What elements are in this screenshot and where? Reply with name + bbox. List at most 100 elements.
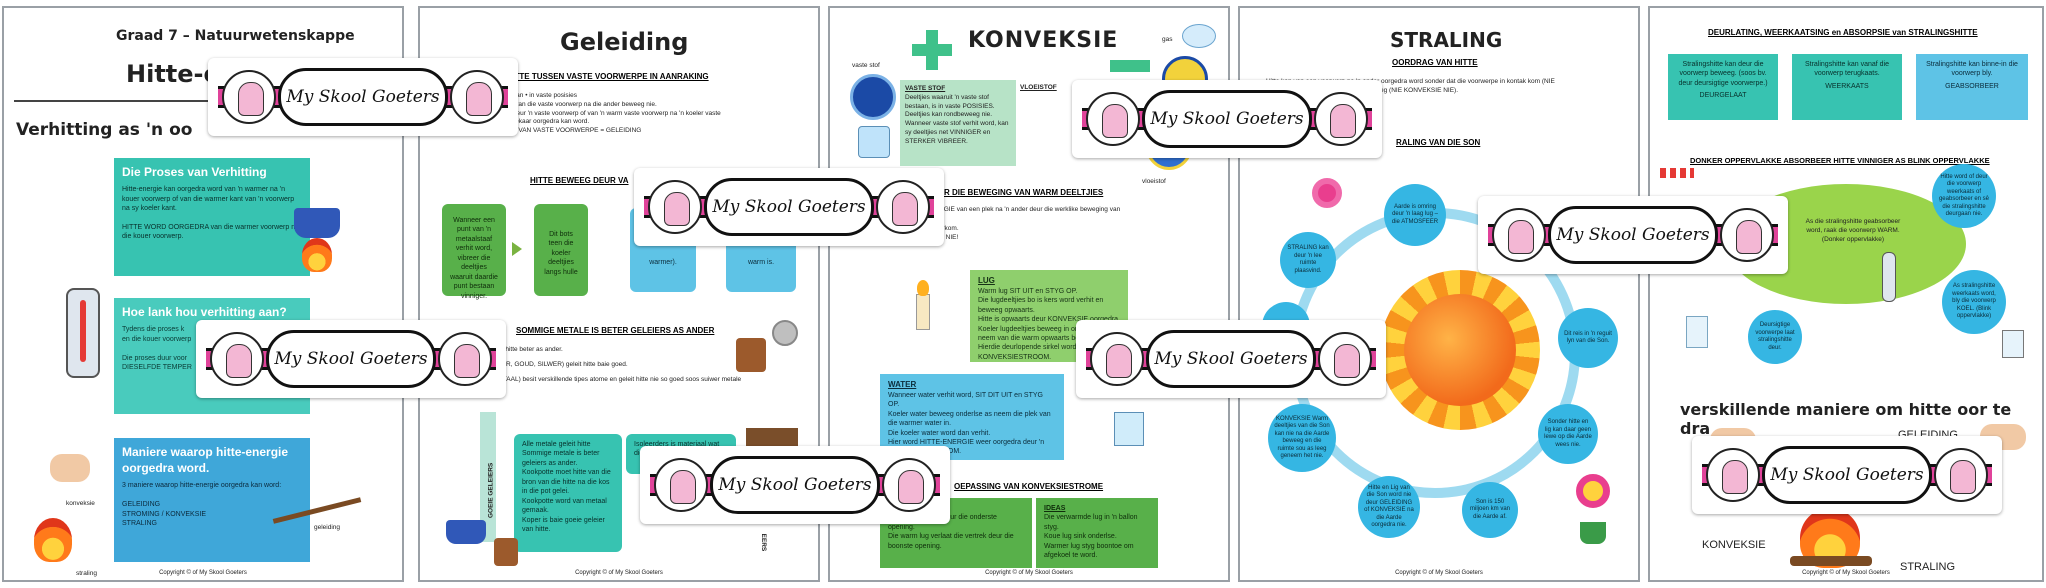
wire-spool-icon [736, 338, 766, 372]
wire-spool-icon [494, 538, 518, 566]
watermark-banner: My Skool Goeters [1076, 320, 1386, 398]
section-heading: RALING VAN DIE SON [1396, 138, 1481, 147]
flower-pot-icon [1580, 522, 1606, 544]
section-heading: OORDRAG VAN HITTE [1392, 58, 1478, 67]
info-circle: Dit reis in 'n reguit lyn van die Son. [1558, 308, 1618, 368]
watermark-banner: My Skool Goeters [196, 320, 506, 398]
bunting-icon [1660, 168, 1694, 178]
duration-text-1: Tydens die proses k [122, 326, 185, 334]
insulators-label: EERS [760, 533, 768, 552]
candle-flame-icon [917, 280, 929, 296]
section-heading: SOMMIGE METALE IS BETER GELEIERS AS ANDE… [516, 326, 715, 335]
watermark-banner: My Skool Goeters [1072, 80, 1382, 158]
thermometer-icon [1882, 252, 1896, 302]
application-box-2: IDEAS Die verwarmde lug in 'n ballon sty… [1036, 498, 1158, 568]
beaker-icon [1114, 412, 1144, 446]
footer: Copyright © of My Skool Goeters [159, 570, 247, 576]
liquid-label: vloeistof [1142, 178, 1166, 185]
page-title: STRALING [1390, 28, 1503, 52]
straling-label: straling [76, 570, 97, 577]
section-heading: DONKER OPPERVLAKKE ABSORBEER HITTE VINNI… [1690, 156, 1990, 165]
process-text-2: HITTE WORD OORGEDRA van die warmer voorw… [122, 223, 299, 241]
ice-cube-icon [858, 126, 890, 158]
methods-intro: 3 maniere waarop hitte-energie oorgedra … [122, 482, 282, 490]
method-item: STROMING / KONVEKSIE [122, 510, 207, 518]
methods-title: verskillende maniere om hitte oor te dra [1680, 400, 2012, 438]
title-rule [14, 100, 392, 102]
green-bar [1110, 60, 1150, 72]
info-circle: Aarde is omring deur 'n laag lug – die A… [1384, 184, 1446, 246]
duration-heading: Hoe lank hou verhitting aan? [122, 305, 287, 319]
page-title: KONVEKSIE [968, 28, 1119, 53]
cloud-icon [1182, 24, 1216, 48]
absorb-box: Stralingshitte kan binne-in die voorwerp… [1916, 54, 2028, 120]
candle-icon [916, 294, 930, 330]
good-conductor-arrow [480, 412, 496, 542]
watermark-banner: My Skool Goeters [1478, 196, 1788, 274]
flame-icon [302, 238, 332, 272]
info-circle: Hitte word of deur die voorwerp weerkaat… [1932, 164, 1996, 228]
air-box: LUG Warm lug SIT UIT en STYG OP.Die lugd… [970, 270, 1128, 362]
flower-icon [1576, 474, 1610, 508]
process-text-1: Hitte-energie kan oorgedra word van 'n w… [122, 186, 295, 213]
flow-step-1: Wanneer een punt van 'n metaalstaaf verh… [442, 204, 506, 300]
section-heading: VAN HITTE TUSSEN VASTE VOORWERPE IN AANR… [488, 72, 709, 81]
coin-icon [772, 320, 798, 346]
duration-text-2b: DIESELFDE TEMPER [122, 363, 192, 371]
metals-text: geleit hitte beter as ander.KOPER, GOUD,… [488, 346, 742, 383]
good-conductors-label: GOEIE GELEIERS [487, 462, 495, 519]
section-heading: DEURLATING, WEERKAATSING en ABSORPSIE va… [1708, 28, 1978, 37]
watermark-text: My Skool Goeters [710, 456, 880, 514]
thermometer-icon [66, 288, 100, 378]
info-circle: STRALING kan deur 'n lee ruimte plaasvin… [1280, 232, 1336, 288]
konveksie-label: KONVEKSIE [1702, 539, 1766, 551]
campfire-icon [34, 518, 72, 562]
watermark-text: My Skool Goeters [1142, 90, 1312, 148]
plus-icon [926, 30, 938, 70]
solid-particles-icon [850, 74, 896, 120]
info-circle: Sonder hitte en lig kan daar geen lewe o… [1538, 404, 1598, 464]
pot-icon [294, 208, 340, 238]
mirror-icon [2002, 330, 2024, 358]
geleiding-label: geleiding [314, 524, 341, 531]
watermark-banner: My Skool Goeters [208, 58, 518, 136]
page-title: Geleiding [560, 28, 689, 56]
transmit-box: Stralingshitte kan deur die voorwerp bew… [1668, 54, 1778, 120]
pot-icon [446, 520, 486, 544]
grade-label: Graad 7 – Natuurwetenskappe [116, 28, 355, 44]
watermark-banner: My Skool Goeters [634, 168, 944, 246]
flower-icon [1312, 178, 1342, 208]
hand-icon [50, 454, 90, 482]
solid-label: vaste stof [852, 62, 880, 69]
info-circle: Hitte en Lig van die Son word nie deur G… [1358, 476, 1420, 538]
info-circle: Son is 150 miljoen km van die Aarde af. [1462, 482, 1518, 538]
watermark-text: My Skool Goeters [704, 178, 874, 236]
logs-icon [1790, 556, 1872, 566]
watermark-text: My Skool Goeters [278, 68, 448, 126]
info-circle: KONVEKSIE Warm deeltjies van die Son kan… [1268, 404, 1336, 472]
watermark-banner: My Skool Goeters [1692, 436, 2002, 514]
watermark-text: My Skool Goeters [1762, 446, 1932, 504]
duration-text-1b: en die kouer voorwerp [122, 335, 192, 343]
process-heading: Die Proses van Verhitting [122, 165, 267, 179]
sun-icon [1404, 294, 1516, 406]
solid-box: VASTE STOF Deeltjies waaruit 'n vaste st… [900, 80, 1016, 166]
info-circle: As stralingshitte weerkaats word, bly di… [1942, 270, 2006, 334]
methods-box: Maniere waarop hitte-energie oorgedra wo… [114, 438, 310, 562]
arrow-icon [512, 242, 522, 256]
liquid-box-heading: VLOEISTOF [1020, 84, 1057, 91]
straling-label: STRALING [1900, 561, 1956, 573]
flow-step-2: Dit bots teen die koeler deeltjies langs… [534, 204, 588, 296]
footer: Copyright © of My Skool Goeters [575, 570, 663, 576]
section-heading: OEPASSING VAN KONVEKSIESTROME [954, 482, 1104, 491]
page-4: STRALING OORDRAG VAN HITTE Hitte kan van… [1238, 6, 1640, 582]
section-heading: HITTE BEWEEG DEUR VA [530, 176, 629, 185]
watermark-text: My Skool Goeters [1548, 206, 1718, 264]
footer: Copyright © of My Skool Goeters [1802, 570, 1890, 576]
process-box: Die Proses van Verhitting Hitte-energie … [114, 158, 310, 276]
watermark-text: My Skool Goeters [266, 330, 436, 388]
duration-text-2: Die proses duur voor [122, 354, 187, 362]
reflect-box: Stralingshitte kan vanaf die voorwerp te… [1792, 54, 1902, 120]
